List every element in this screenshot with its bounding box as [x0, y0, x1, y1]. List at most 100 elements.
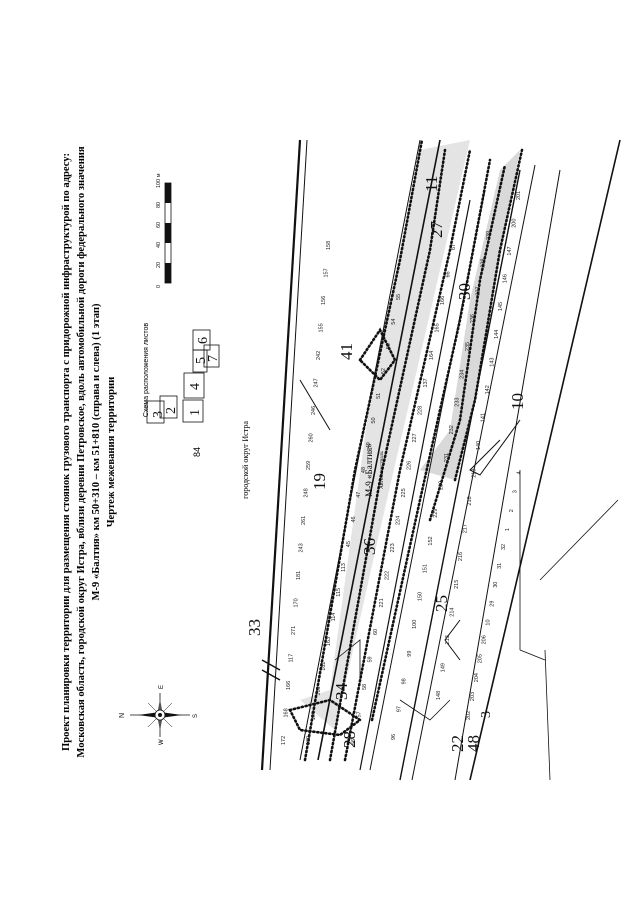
parcel-number: 48: [361, 467, 367, 473]
scale-tick: 40: [156, 242, 162, 248]
sheet-number: 4: [188, 383, 203, 390]
sheet-number: 1: [188, 409, 203, 416]
parcel-number: 162: [321, 662, 327, 671]
parcel-number: 204: [474, 673, 480, 682]
parcel-number: 181: [296, 571, 302, 580]
parcel-number: 45: [346, 541, 352, 547]
scale-tick: 80: [156, 202, 162, 208]
sheet-number: 2: [164, 407, 179, 414]
parcel-number: 141: [480, 413, 486, 422]
sheet-layout-label: Схема расположения листов: [143, 323, 150, 417]
zone-label: 34: [332, 683, 351, 701]
parcel-number: 96: [391, 734, 397, 740]
parcel-number: 163: [326, 637, 332, 646]
title-line-3: М-9 «Балтия» км 50+310 – км 51+810 (спра…: [91, 303, 102, 600]
parcel-number: 225: [401, 488, 407, 497]
parcel-number: 230: [439, 481, 445, 490]
district-label: городской округ Истра: [241, 421, 250, 499]
parcel-number: 164: [429, 351, 435, 360]
parcel-number: 148: [436, 691, 442, 700]
parcel-number: 97: [396, 706, 402, 712]
parcel-number: 201: [516, 191, 522, 200]
zone-label: 36: [360, 538, 379, 555]
zone-label: 22: [448, 735, 467, 752]
road-name-label: М-9 «Балтия»: [364, 443, 374, 496]
scale-tick: 20: [156, 262, 162, 268]
parcel-number: 47: [356, 492, 362, 498]
parcel-number: 227: [412, 433, 418, 442]
parcel-number: 32: [501, 544, 507, 550]
parcel-number: 226: [407, 461, 413, 470]
parcel-number: 149: [440, 663, 446, 672]
parcel-number: 213: [445, 635, 451, 644]
parcel-number: 155: [319, 323, 325, 332]
parcel-number: 202: [466, 711, 472, 720]
zone-label: 19: [310, 473, 329, 490]
boundary-dotted-lines: [288, 138, 524, 762]
parcel-number: 10: [485, 619, 491, 625]
parcel-number: 100: [412, 620, 418, 629]
zone-label: 11: [422, 176, 441, 192]
parcel-number: 67: [451, 244, 457, 250]
compass-east: E: [159, 685, 165, 689]
parcel-number: 57: [357, 711, 363, 717]
parcel-number: 239: [486, 231, 492, 240]
zone-label: 33: [245, 619, 264, 636]
compass-west: W: [159, 739, 165, 745]
map-area: [260, 138, 621, 781]
parcel-number: 114: [331, 613, 337, 622]
scale-tick: 60: [156, 222, 162, 228]
parcel-number: 146: [503, 274, 509, 283]
parcel-number: 145: [498, 302, 504, 311]
parcel-number: 147: [507, 246, 513, 255]
scale-tick: 0: [156, 285, 162, 288]
title-line-1: Проект планировки территории для размеще…: [61, 153, 72, 751]
parcel-number: 223: [390, 543, 396, 552]
parcel-number: 55: [396, 294, 402, 300]
parcel-number: 54: [391, 319, 397, 325]
scale-bar: 0 20 40 60 80 100 м: [156, 173, 172, 288]
parcel-number: 144: [494, 330, 500, 339]
parcel-number: 222: [384, 571, 390, 580]
parcel-number: 205: [478, 654, 484, 663]
parcel-number: 140: [476, 441, 482, 450]
parcel-number: 243: [299, 543, 305, 552]
sheet-number: 6: [196, 337, 211, 344]
parcel-number: 206: [482, 635, 488, 644]
road-corridor-hatched: [300, 140, 470, 730]
compass-north: N: [119, 713, 126, 718]
parcel-number: 2: [509, 509, 515, 512]
sheet-number: 7: [206, 355, 221, 362]
parcel-number: 52: [381, 368, 387, 374]
parcel-number: 214: [449, 608, 455, 617]
parcel-number: 218: [467, 496, 473, 505]
parcel-number: 115: [336, 588, 342, 597]
parcel-number: 170: [294, 598, 300, 607]
zone-label: 10: [508, 393, 527, 410]
parcel-number: 242: [316, 351, 322, 360]
zone-label: 30: [455, 283, 474, 300]
parcel-number: 113: [341, 563, 347, 572]
parcel-number: 98: [402, 678, 408, 684]
parcel-number: 229: [433, 509, 439, 518]
parcel-number: 233: [454, 398, 460, 407]
parcel-number: 3: [513, 490, 519, 493]
parcel-number: 259: [306, 461, 312, 470]
parcel-number: 215: [454, 580, 460, 589]
road-subtitle-label: Автомагистраль: [379, 451, 385, 489]
parcel-number: 53: [386, 343, 392, 349]
parcel-number: 31: [497, 563, 503, 569]
parcel-number: 260: [309, 433, 315, 442]
zone-label: 25: [432, 595, 451, 612]
parcel-number: 59: [368, 656, 374, 662]
parcel-number: 160: [306, 736, 312, 745]
parcel-number: 56: [351, 739, 357, 745]
parcel-numbers: 1721681661172711701812432612482592602462…: [281, 191, 523, 745]
parcel-number: 49: [366, 442, 372, 448]
parcel-number: 168: [284, 708, 290, 717]
sheet-layout-scheme: Схема расположения листов 3 2 1 4 5 6 7: [143, 323, 221, 424]
parcel-number: 247: [314, 378, 320, 387]
parcel-number: 166: [286, 681, 292, 690]
parcel-number: 172: [281, 736, 287, 745]
